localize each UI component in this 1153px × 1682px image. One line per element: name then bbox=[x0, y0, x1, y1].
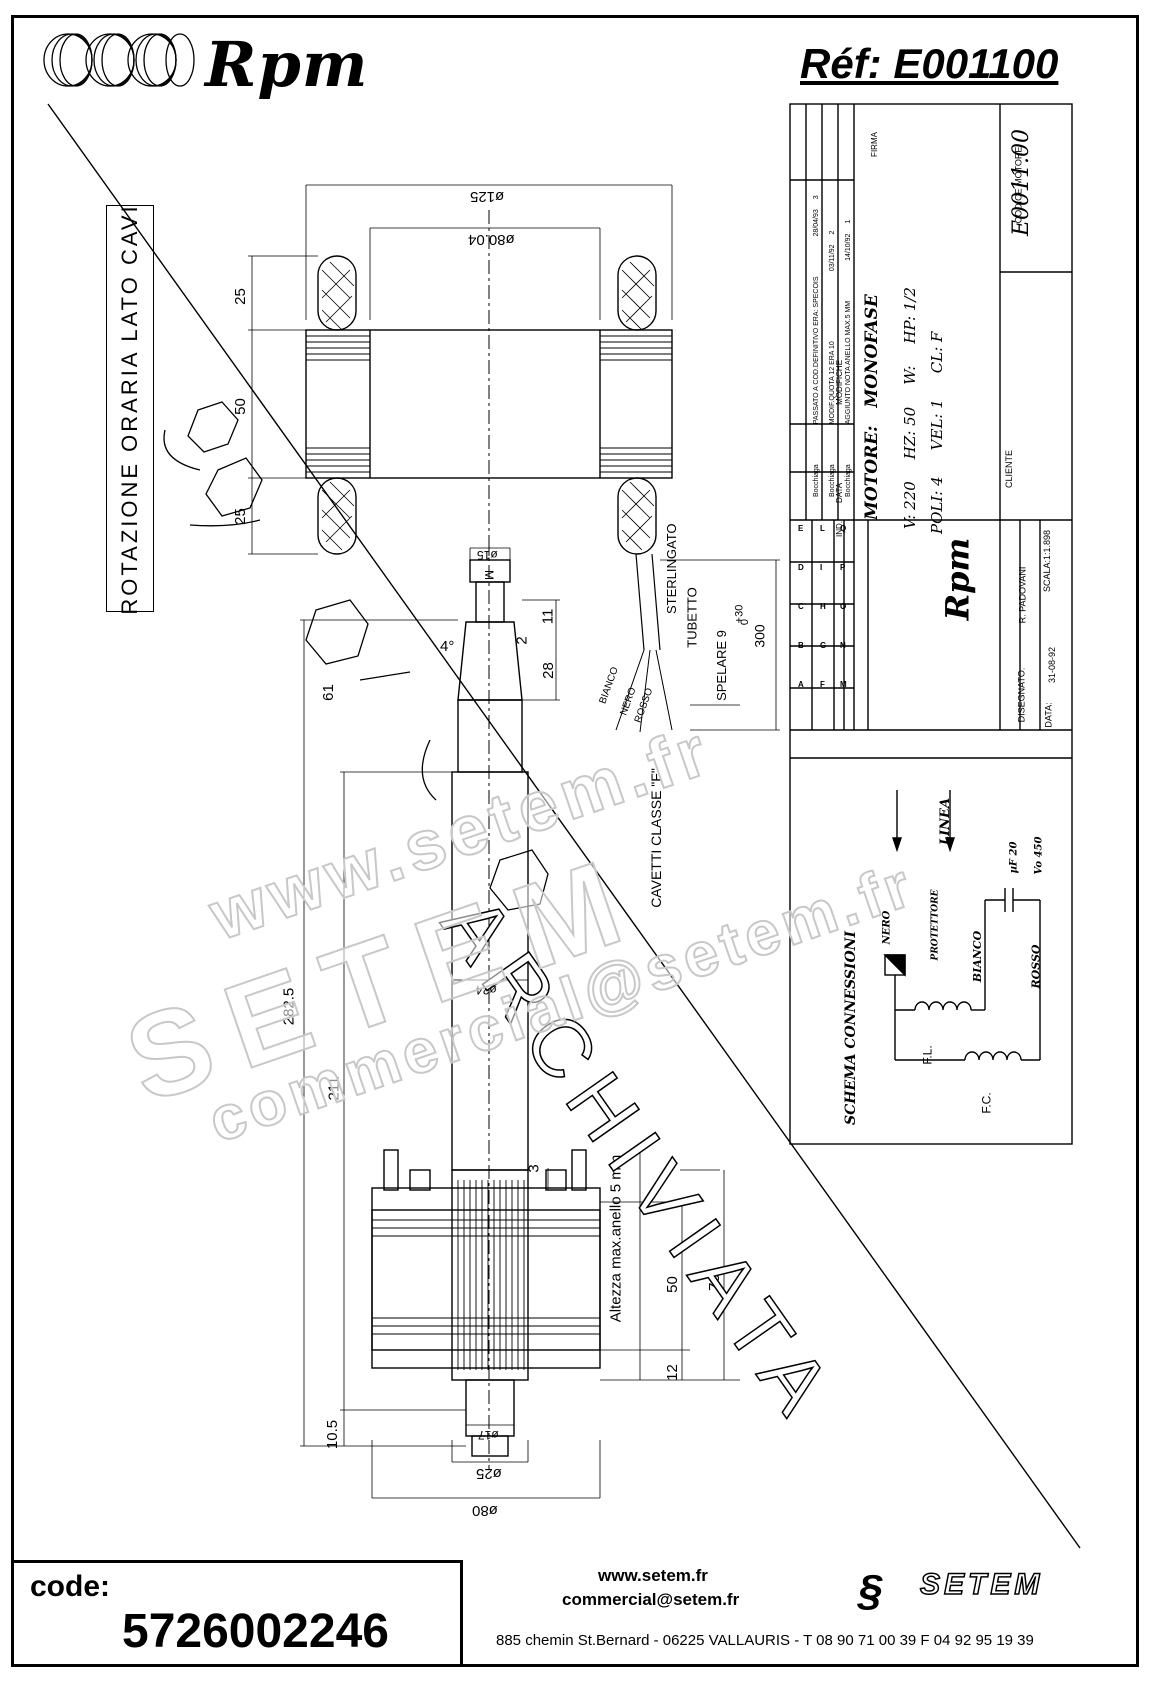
code-value: 5726002246 bbox=[122, 1605, 389, 1658]
rotation-label-box: ROTAZIONE ORARIA LATO CAVI bbox=[106, 202, 154, 615]
brand-logo: Rpm bbox=[205, 28, 369, 101]
drawing-frame bbox=[11, 15, 1139, 1667]
footer-url[interactable]: www.setem.fr bbox=[598, 1566, 708, 1585]
footer-email[interactable]: commercial@setem.fr bbox=[562, 1590, 740, 1609]
setem-logo: SETEM bbox=[919, 1567, 1044, 1602]
code-label: code: bbox=[30, 1570, 111, 1603]
footer-address: 885 chemin St.Bernard - 06225 VALLAURIS … bbox=[496, 1632, 1034, 1649]
reference-number: Réf: E001100 bbox=[800, 40, 1059, 87]
code-box bbox=[11, 1560, 463, 1667]
rotation-label: ROTAZIONE ORARIA LATO CAVI bbox=[117, 202, 142, 615]
setem-swoosh-icon: § bbox=[858, 1566, 883, 1615]
